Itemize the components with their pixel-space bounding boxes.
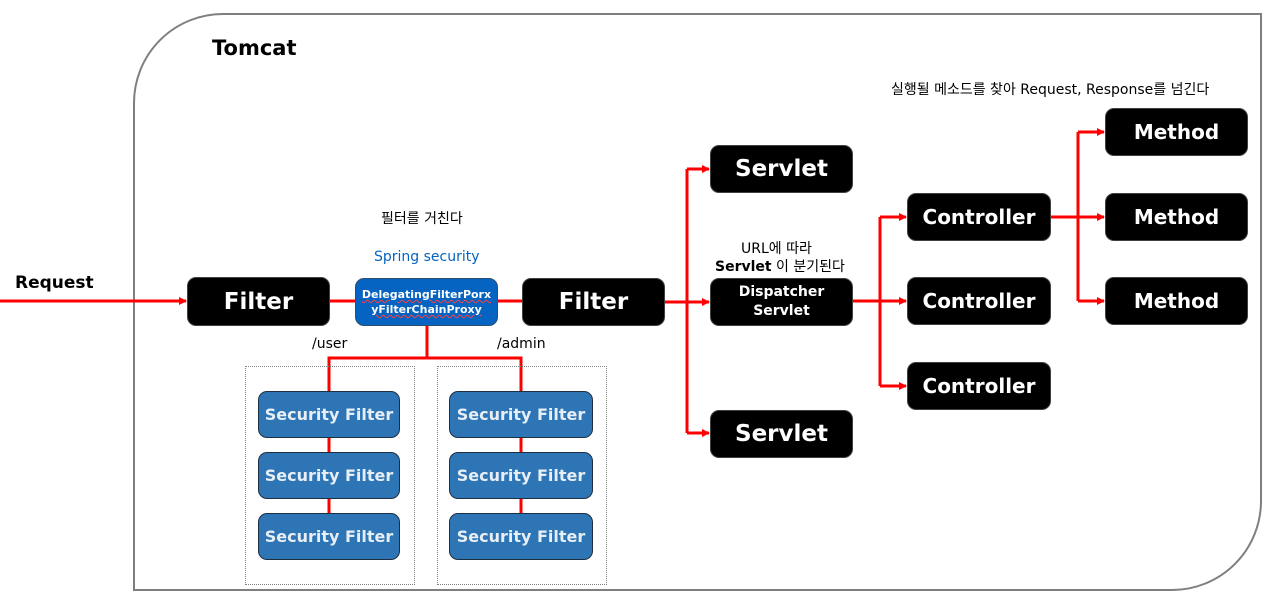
spring-security-label: Spring security (374, 249, 480, 265)
admin-security-filter-1[interactable]: Security Filter (449, 391, 593, 438)
admin-security-filter-3-label: Security Filter (456, 527, 586, 546)
servlet-node-bottom-label: Servlet (735, 421, 828, 447)
proxy-label-line2: yFilterChainProxy (371, 303, 482, 316)
user-security-filter-1[interactable]: Security Filter (258, 391, 400, 438)
controller-node-1-label: Controller (922, 205, 1036, 229)
path-user-label: /user (312, 336, 348, 352)
filter-node-2-label: Filter (558, 289, 629, 315)
tomcat-title: Tomcat (212, 36, 297, 60)
user-security-filter-2-label: Security Filter (264, 466, 394, 485)
user-security-chain-container (245, 366, 415, 585)
method-node-3-label: Method (1133, 289, 1220, 313)
admin-security-filter-3[interactable]: Security Filter (449, 513, 593, 560)
controller-node-2-label: Controller (922, 289, 1036, 313)
controller-node-3-label: Controller (922, 374, 1036, 398)
method-note: 실행될 메소드를 찾아 Request, Response를 넘긴다 (891, 82, 1210, 98)
admin-security-filter-1-label: Security Filter (456, 405, 586, 424)
path-admin-label: /admin (497, 336, 546, 352)
admin-security-filter-2-label: Security Filter (456, 466, 586, 485)
admin-security-filter-2[interactable]: Security Filter (449, 452, 593, 499)
method-node-1[interactable]: Method (1105, 108, 1248, 156)
dispatcher-servlet-node[interactable]: Dispatcher Servlet (710, 278, 853, 326)
url-branch-note-line1: URL에 따라 (741, 241, 812, 257)
admin-security-chain-container (437, 366, 607, 585)
user-security-filter-3-label: Security Filter (264, 527, 394, 546)
request-label: Request (15, 273, 94, 293)
method-node-3[interactable]: Method (1105, 277, 1248, 325)
filter-node-2[interactable]: Filter (522, 278, 665, 326)
method-node-2[interactable]: Method (1105, 193, 1248, 241)
user-security-filter-2[interactable]: Security Filter (258, 452, 400, 499)
servlet-node-top-label: Servlet (735, 156, 828, 182)
method-node-2-label: Method (1133, 205, 1220, 229)
servlet-node-bottom[interactable]: Servlet (710, 410, 853, 458)
filter-pass-note: 필터를 거친다 (381, 211, 463, 227)
dispatcher-label-line2: Servlet (753, 303, 810, 319)
url-branch-servlet-word: Servlet (715, 259, 772, 275)
controller-node-3[interactable]: Controller (907, 362, 1051, 410)
servlet-node-top[interactable]: Servlet (710, 145, 853, 193)
delegating-filter-proxy-node[interactable]: DelegatingFilterPorx yFilterChainProxy (355, 278, 498, 326)
user-security-filter-3[interactable]: Security Filter (258, 513, 400, 560)
line-chain-branch (327, 356, 523, 391)
user-security-filter-1-label: Security Filter (264, 405, 394, 424)
filter-node-1[interactable]: Filter (187, 277, 330, 326)
controller-node-1[interactable]: Controller (907, 193, 1051, 241)
controller-node-2[interactable]: Controller (907, 277, 1051, 325)
filter-node-1-label: Filter (223, 288, 294, 315)
proxy-label-line1: DelegatingFilterPorx (361, 288, 492, 301)
dispatcher-label-line1: Dispatcher (738, 284, 825, 300)
url-branch-note-line2: Servlet 이 분기된다 (715, 256, 845, 276)
method-node-1-label: Method (1133, 120, 1220, 144)
url-branch-rest: 이 분기된다 (771, 259, 845, 275)
